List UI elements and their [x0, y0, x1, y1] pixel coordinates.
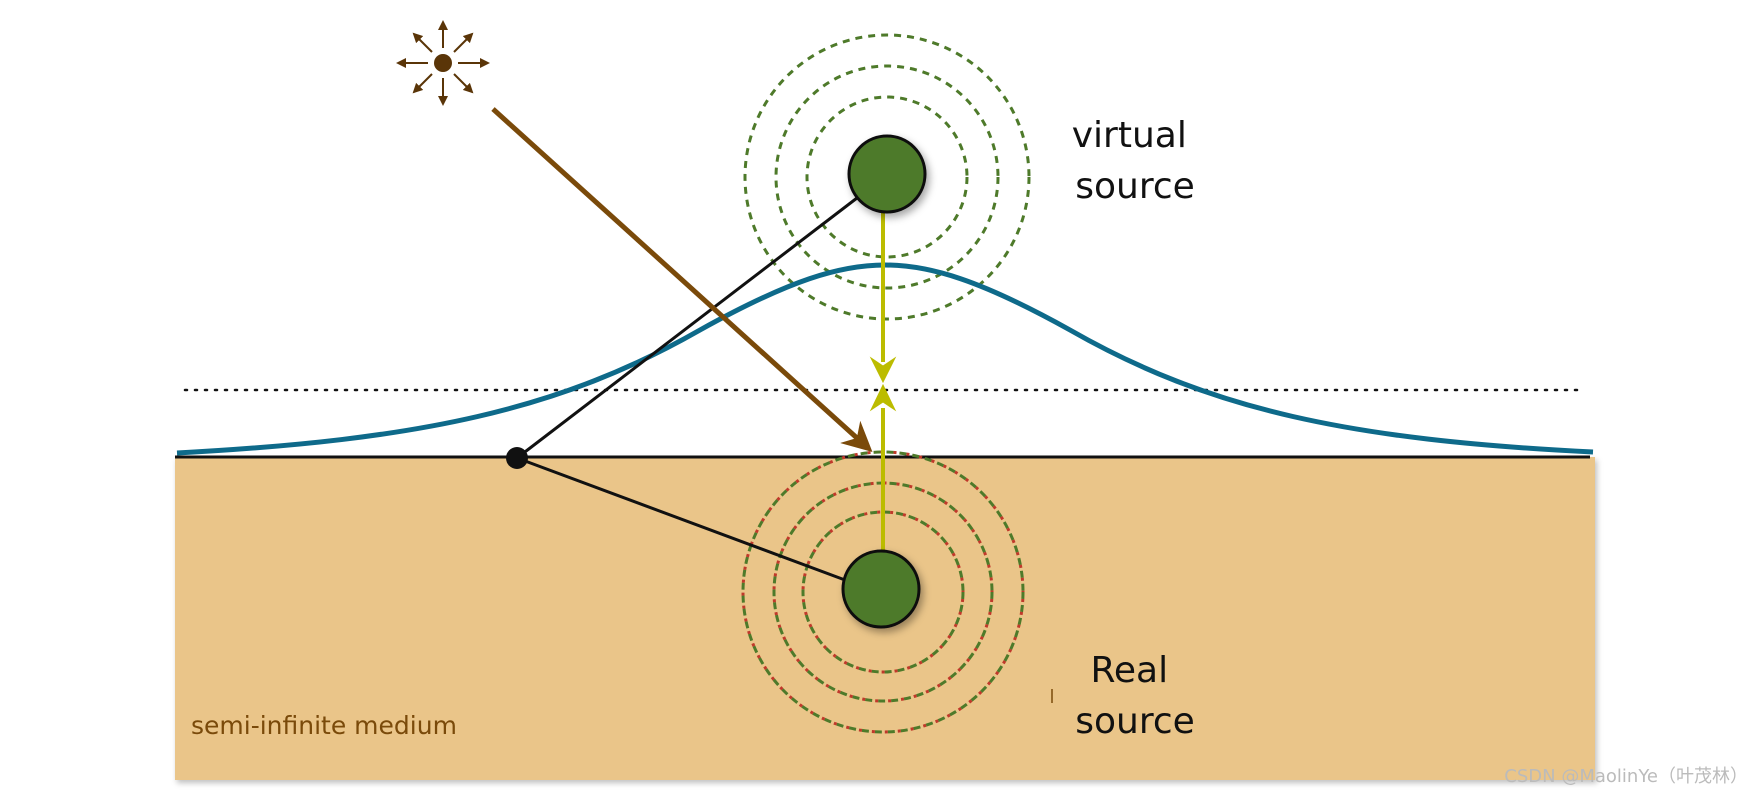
- virtual-source-label: virtual source: [1072, 115, 1199, 207]
- real-source: [841, 549, 921, 629]
- virtual-source: [847, 134, 927, 214]
- medium-label: semi-infinite medium: [191, 711, 457, 740]
- incident-light-ray: [491, 107, 873, 453]
- detector-paths: [516, 196, 858, 582]
- detector-point: [506, 447, 528, 469]
- watermark: CSDN @MaolinYe（叶茂林）: [1504, 766, 1748, 787]
- virtual-source-rings: [743, 33, 1031, 321]
- real-source-label-line-2: source: [1075, 701, 1195, 742]
- real-source-label-line-1: Real: [1090, 650, 1168, 691]
- virtual-source-label-line-2: source: [1075, 166, 1195, 207]
- virtual-source-label-line-1: virtual: [1072, 115, 1187, 156]
- sun-burst-icon: [396, 20, 490, 106]
- real-source-label: Real source: [1075, 650, 1195, 742]
- source-axis: [869, 210, 897, 555]
